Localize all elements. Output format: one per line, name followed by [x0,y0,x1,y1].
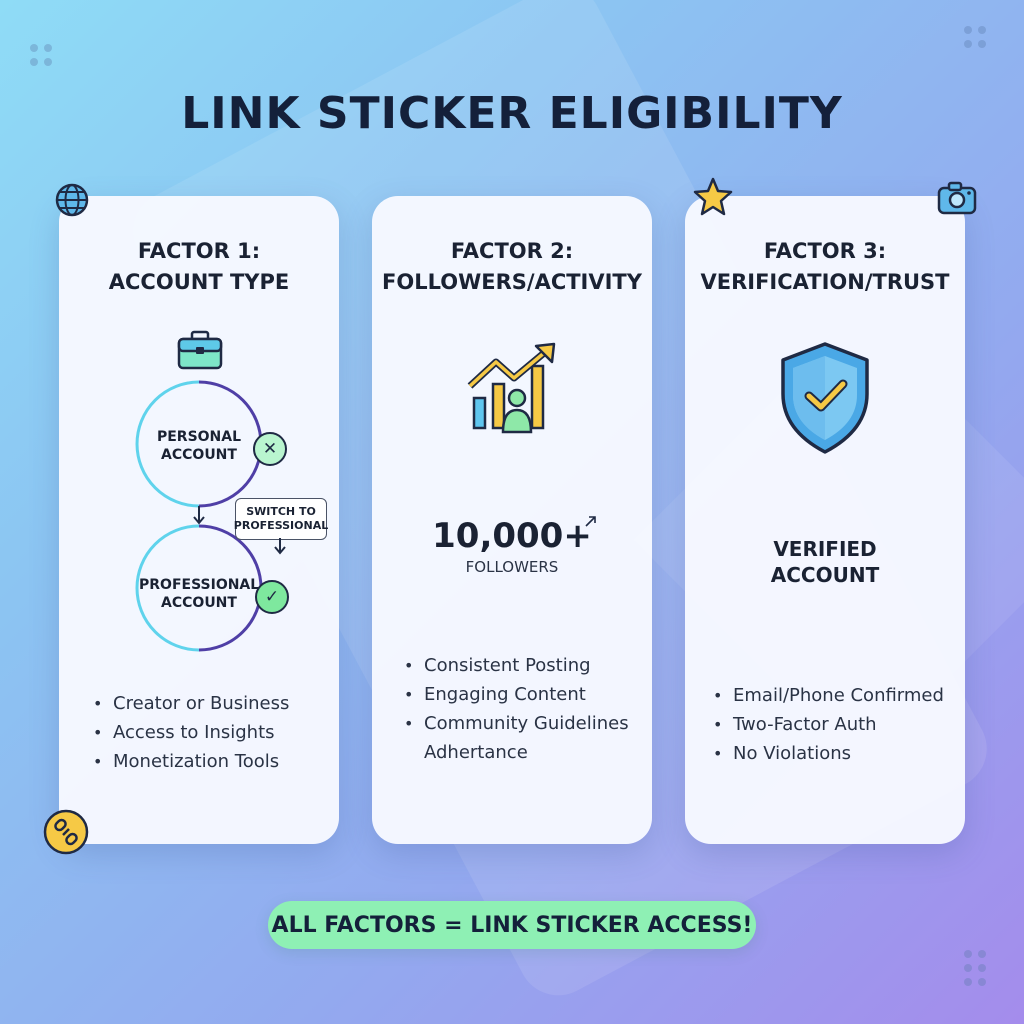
link-icon [43,809,89,855]
growth-chart-icon [467,342,556,434]
card-heading: FACTOR 3: VERIFICATION/TRUST [700,239,950,294]
summary-banner: ALL FACTORS = LINK STICKER ACCESS! [268,901,756,949]
list-item: Engaging Content [404,680,644,709]
switch-to-professional-callout: SWITCH TO PROFESSIONAL [234,498,328,540]
list-item: Consistent Posting [404,651,644,680]
list-item: Creator or Business [93,689,289,718]
bullet-list: Consistent Posting Engaging Content Comm… [404,651,644,767]
follower-label: FOLLOWERS [465,558,559,576]
bullet-list: Creator or Business Access to Insights M… [93,689,289,776]
decorative-dots [964,950,986,986]
list-item: No Violations [713,739,944,768]
x-icon: ✕ [253,432,287,466]
briefcase-icon [177,330,223,370]
list-item: Email/Phone Confirmed [713,681,944,710]
follower-count: 10,000+ [432,516,592,556]
trend-arrow-icon [585,516,596,527]
professional-account-label: PROFESSIONAL ACCOUNT [139,577,260,611]
factor-card-verification-trust: FACTOR 3: VERIFICATION/TRUST VERIFIED AC… [685,196,965,844]
star-icon [693,177,733,216]
verified-account-label: VERIFIED ACCOUNT [770,537,880,587]
decorative-dots [30,44,52,66]
page-title: LINK STICKER ELIGIBILITY [181,88,843,139]
list-item: Two-Factor Auth [713,710,944,739]
globe-icon [55,183,89,217]
factor-card-account-type: FACTOR 1: ACCOUNT TYPE PERSONAL ACCOUNT … [59,196,339,844]
arrow-down-icon [274,538,286,555]
list-item: Community Guidelines Adhertance [404,709,644,767]
personal-account-label: PERSONAL ACCOUNT [156,429,242,463]
factor-card-followers-activity: FACTOR 2: FOLLOWERS/ACTIVITY 10,000+ FOL… [372,196,652,844]
bullet-list: Email/Phone Confirmed Two-Factor Auth No… [713,681,944,768]
decorative-dots [964,26,986,48]
shield-check-icon [781,342,869,454]
check-icon: ✓ [255,580,289,614]
camera-icon [937,181,977,215]
list-item: Monetization Tools [93,747,289,776]
card-heading: FACTOR 1: ACCOUNT TYPE [108,239,290,294]
card-heading: FACTOR 2: FOLLOWERS/ACTIVITY [382,239,642,294]
list-item: Access to Insights [93,718,289,747]
